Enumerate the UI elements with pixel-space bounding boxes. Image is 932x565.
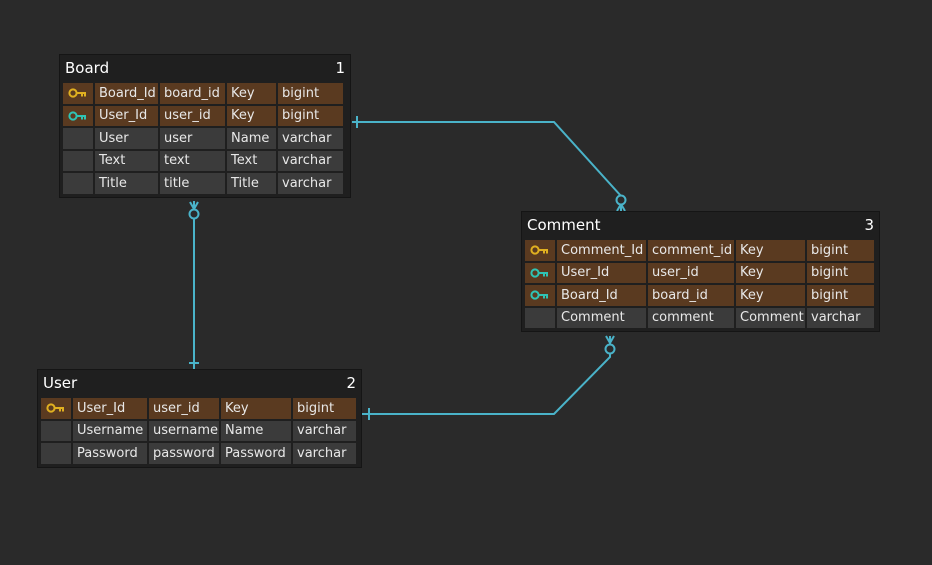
empty-icon-cell [63, 173, 93, 194]
key-icon [530, 290, 548, 300]
link-user-board[interactable] [188, 201, 200, 370]
field-label: Key [736, 285, 805, 306]
field-name: Board_Id [95, 83, 158, 104]
field-type: varchar [293, 443, 356, 464]
field-type: bigint [807, 262, 874, 283]
field-label: Name [221, 420, 291, 441]
field-label: Comment [736, 307, 805, 328]
link-board-comment[interactable] [352, 116, 627, 212]
field-name: Text [95, 150, 158, 171]
field-label: Key [736, 262, 805, 283]
key-icon [68, 88, 86, 98]
empty-icon-cell [41, 420, 71, 441]
field-column: user_id [160, 105, 225, 126]
field-name: User_Id [73, 398, 147, 419]
field-type: varchar [807, 307, 874, 328]
field-column: user_id [648, 262, 734, 283]
field-label: Key [227, 83, 276, 104]
field-label: Text [227, 150, 276, 171]
primary-key-icon [41, 398, 71, 419]
key-icon [68, 111, 86, 121]
field-type: varchar [278, 173, 343, 194]
field-type: varchar [278, 128, 343, 149]
field-column: user_id [149, 398, 219, 419]
field-label: Title [227, 173, 276, 194]
field-type: varchar [293, 420, 356, 441]
field-label: Key [221, 398, 291, 419]
primary-key-icon [525, 240, 555, 261]
field-type: bigint [293, 398, 356, 419]
foreign-key-icon [525, 262, 555, 283]
entity-title: Board [65, 58, 110, 77]
field-name: User_Id [95, 105, 158, 126]
empty-icon-cell [525, 307, 555, 328]
field-type: bigint [807, 240, 874, 261]
entity-header[interactable]: User 2 [38, 370, 361, 395]
field-name: Title [95, 173, 158, 194]
field-column: board_id [648, 285, 734, 306]
field-column: comment_id [648, 240, 734, 261]
empty-icon-cell [63, 150, 93, 171]
field-type: bigint [278, 83, 343, 104]
field-name: User [95, 128, 158, 149]
field-name: Comment [557, 307, 646, 328]
entity-number: 2 [346, 373, 356, 392]
empty-icon-cell [63, 128, 93, 149]
field-column: password [149, 443, 219, 464]
field-label: Key [736, 240, 805, 261]
field-name: Password [73, 443, 147, 464]
field-label: Password [221, 443, 291, 464]
foreign-key-icon [525, 285, 555, 306]
entity-title: Comment [527, 215, 601, 234]
key-icon [46, 403, 64, 413]
field-type: bigint [278, 105, 343, 126]
empty-icon-cell [41, 443, 71, 464]
field-column: board_id [160, 83, 225, 104]
entity-header[interactable]: Comment 3 [522, 212, 879, 237]
entity-number: 1 [335, 58, 345, 77]
field-name: Comment_Id [557, 240, 646, 261]
foreign-key-icon [63, 105, 93, 126]
field-label: Name [227, 128, 276, 149]
entity-title: User [43, 373, 78, 392]
field-type: bigint [807, 285, 874, 306]
primary-key-icon [63, 83, 93, 104]
field-column: user [160, 128, 225, 149]
field-column: comment [648, 307, 734, 328]
field-label: Key [227, 105, 276, 126]
link-user-comment[interactable] [362, 335, 616, 420]
key-icon [530, 245, 548, 255]
key-icon [530, 268, 548, 278]
field-type: varchar [278, 150, 343, 171]
entity-number: 3 [864, 215, 874, 234]
field-column: title [160, 173, 225, 194]
field-column: text [160, 150, 225, 171]
field-name: Username [73, 420, 147, 441]
field-name: User_Id [557, 262, 646, 283]
field-name: Board_Id [557, 285, 646, 306]
field-column: username [149, 420, 219, 441]
entity-header[interactable]: Board 1 [60, 55, 350, 80]
